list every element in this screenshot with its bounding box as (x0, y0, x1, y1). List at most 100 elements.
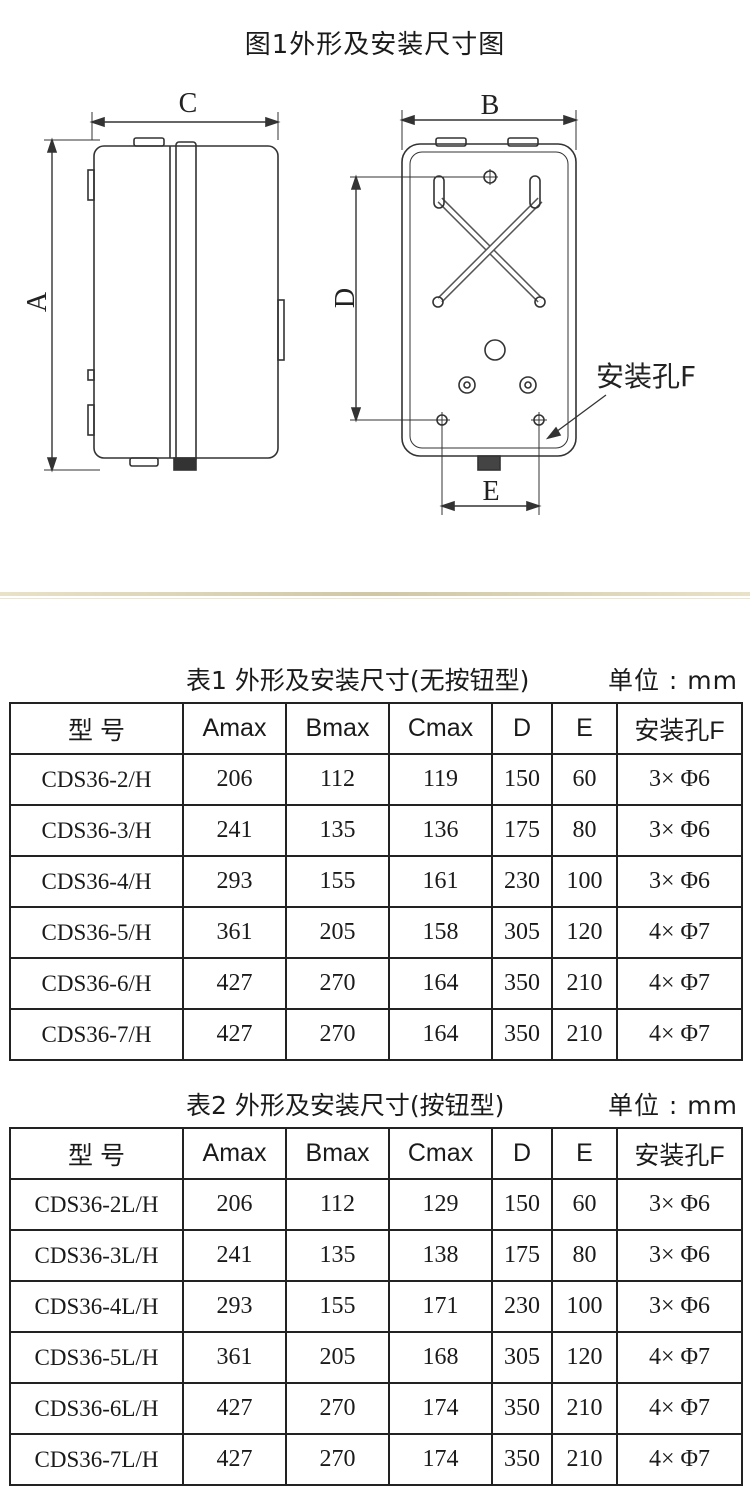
label-a: A (22, 291, 53, 312)
table1-header-cell: Amax (182, 702, 287, 755)
table1-cell: 60 (551, 753, 618, 806)
table2-cell: 230 (491, 1280, 553, 1333)
table2-caption: 表2 外形及安装尺寸(按钮型) (186, 1091, 505, 1120)
table2-cell: 4× Φ7 (616, 1382, 743, 1435)
table1-cell: 427 (182, 957, 287, 1010)
table2-cell: 168 (388, 1331, 493, 1384)
table2-cell: 80 (551, 1229, 618, 1282)
table1-cell: 293 (182, 855, 287, 908)
table1-cell: 135 (285, 804, 390, 857)
table1-cell: 3× Φ6 (616, 855, 743, 908)
table2-cell: 361 (182, 1331, 287, 1384)
table2-cell: 150 (491, 1178, 553, 1231)
front-view: B D (330, 90, 696, 515)
side-view: C A (22, 88, 285, 473)
table2-cell: 174 (388, 1382, 493, 1435)
table1-cell: 270 (285, 1008, 390, 1061)
table2-cell: 138 (388, 1229, 493, 1282)
table1-cell: 119 (388, 753, 493, 806)
table1-cell: CDS36-6/H (9, 957, 184, 1010)
table2-cell: 293 (182, 1280, 287, 1333)
table2-cell: 129 (388, 1178, 493, 1231)
table1-cell: 210 (551, 1008, 618, 1061)
table1-cell: CDS36-4/H (9, 855, 184, 908)
table1-cell: 241 (182, 804, 287, 857)
table2-cell: 174 (388, 1433, 493, 1486)
table1-cell: 164 (388, 957, 493, 1010)
table1-cell: 175 (491, 804, 553, 857)
table2-cell: CDS36-3L/H (9, 1229, 184, 1282)
table1-caption: 表1 外形及安装尺寸(无按钮型) (186, 666, 530, 695)
table1-cell: 270 (285, 957, 390, 1010)
table2-cell: 427 (182, 1382, 287, 1435)
table1-cell: 3× Φ6 (616, 804, 743, 857)
table2-cell: CDS36-5L/H (9, 1331, 184, 1384)
table1-cell: 158 (388, 906, 493, 959)
table2-caption-row: 表2 外形及安装尺寸(按钮型) 单位 : mm (0, 1086, 750, 1122)
table1-cell: 100 (551, 855, 618, 908)
table2-header-cell: Bmax (285, 1127, 390, 1180)
table2-cell: 350 (491, 1433, 553, 1486)
table1-cell: CDS36-3/H (9, 804, 184, 857)
table2-cell: 112 (285, 1178, 390, 1231)
table2-cell: 305 (491, 1331, 553, 1384)
table2-header-cell: 安装孔F (616, 1127, 743, 1180)
table2-cell: 241 (182, 1229, 287, 1282)
table2-cell: 210 (551, 1382, 618, 1435)
label-d: D (330, 288, 361, 308)
table1-unit: 单位 : mm (607, 666, 738, 695)
table1-cell: 80 (551, 804, 618, 857)
label-b: B (481, 90, 500, 121)
label-c: C (179, 88, 198, 119)
figure-title: 图1外形及安装尺寸图 (244, 30, 506, 60)
table1-cell: 155 (285, 855, 390, 908)
table1-header-cell: Bmax (285, 702, 390, 755)
table1-header-cell: Cmax (388, 702, 493, 755)
table2-header-cell: Amax (182, 1127, 287, 1180)
table2-cell: CDS36-4L/H (9, 1280, 184, 1333)
table2-header-cell: E (551, 1127, 618, 1180)
table1-header-cell: 型 号 (9, 702, 184, 755)
table2-cell: 175 (491, 1229, 553, 1282)
table2-cell: 210 (551, 1433, 618, 1486)
table2-header-cell: D (491, 1127, 553, 1180)
table2-header-cell: Cmax (388, 1127, 493, 1180)
label-hole: 安装孔F (596, 360, 696, 393)
table2-cell: CDS36-2L/H (9, 1178, 184, 1231)
table1-cell: 350 (491, 1008, 553, 1061)
table1-caption-row: 表1 外形及安装尺寸(无按钮型) 单位 : mm (0, 661, 750, 697)
table2-cell: 155 (285, 1280, 390, 1333)
table1-cell: 206 (182, 753, 287, 806)
table2-cell: 3× Φ6 (616, 1178, 743, 1231)
table2-cell: 270 (285, 1382, 390, 1435)
table2-cell: 427 (182, 1433, 287, 1486)
table1-cell: 3× Φ6 (616, 753, 743, 806)
table1-cell: 150 (491, 753, 553, 806)
table1-cell: 164 (388, 1008, 493, 1061)
table1-cell: 427 (182, 1008, 287, 1061)
table1-cell: CDS36-7/H (9, 1008, 184, 1061)
table2-cell: 205 (285, 1331, 390, 1384)
dimension-drawing: C A B D (22, 88, 696, 515)
table1-cell: 120 (551, 906, 618, 959)
table2-cell: 206 (182, 1178, 287, 1231)
table1-header-cell: 安装孔F (616, 702, 743, 755)
table1-cell: 112 (285, 753, 390, 806)
section-divider (0, 592, 750, 596)
table1-cell: 230 (491, 855, 553, 908)
table1-cell: 361 (182, 906, 287, 959)
table1-cell: CDS36-5/H (9, 906, 184, 959)
table2-cell: CDS36-7L/H (9, 1433, 184, 1486)
